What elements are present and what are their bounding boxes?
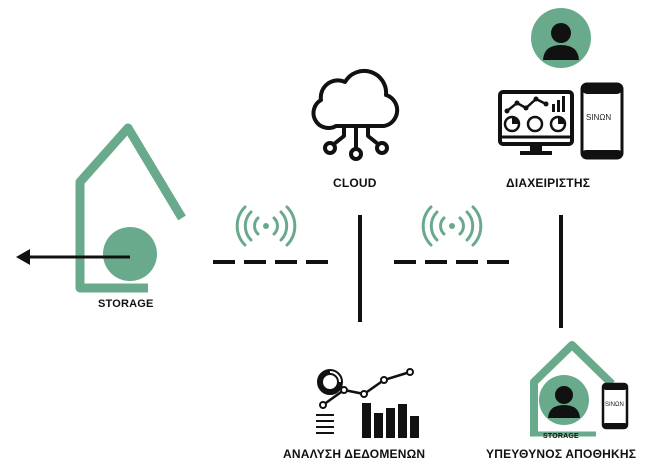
phone-icon — [601, 382, 629, 430]
warehouse-storage-label: STORAGE — [543, 433, 579, 440]
analytics-chart-icon — [316, 368, 419, 438]
storage-label: STORAGE — [98, 298, 154, 310]
manager-avatar — [531, 8, 591, 68]
cloud-network-icon — [311, 68, 400, 161]
dashboard-monitor-icon — [498, 90, 574, 155]
manager-label: ΔΙΑΧΕΙΡΙΣΤΗΣ — [506, 176, 591, 190]
phone-screen-text: SINΩN — [586, 113, 612, 122]
house-person-icon — [530, 341, 615, 437]
outgoing-arrow-icon — [16, 249, 130, 265]
warehouse-manager-label: ΥΠΕΥΘΥΝΟΣ ΑΠΟΘΗΚΗΣ — [486, 447, 637, 461]
phone-screen-text: SINΩN — [605, 402, 624, 408]
wireless-signal-icon — [421, 205, 483, 247]
phone-icon — [580, 82, 624, 160]
wireless-signal-icon — [235, 205, 297, 247]
storage-house-icon — [75, 123, 186, 293]
cloud-label: CLOUD — [333, 176, 377, 190]
analysis-label: ΑΝΑΛΥΣΗ ΔΕΔΟΜΕΝΩΝ — [283, 447, 426, 461]
